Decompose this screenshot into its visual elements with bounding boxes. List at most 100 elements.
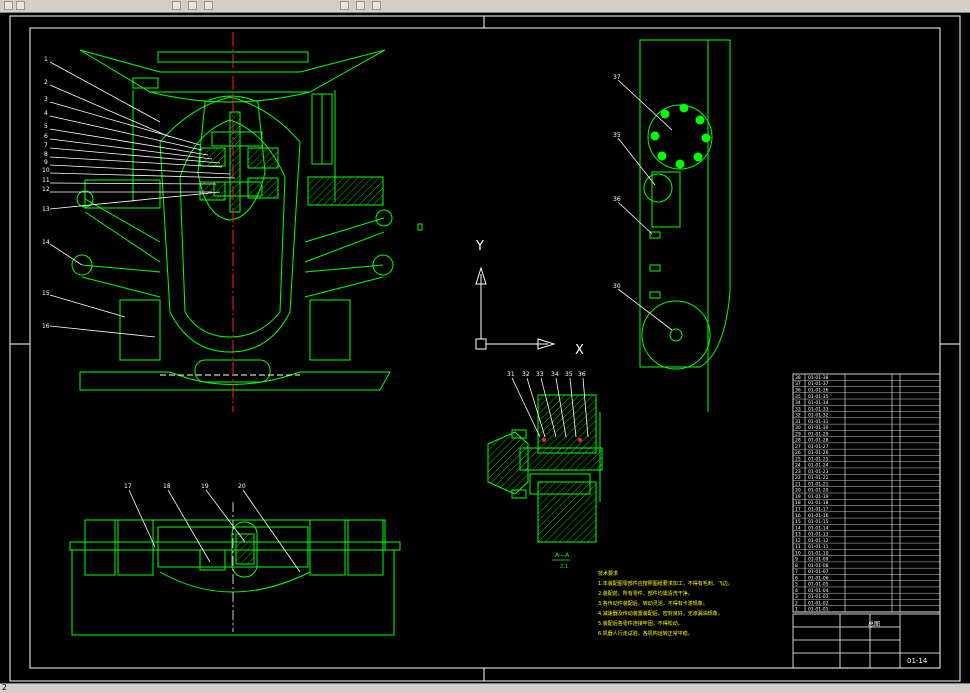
- cad-drawing-canvas[interactable]: 1 2 3 4 5 6 7 8 9 10 11 12 13 14 15 16: [0, 12, 970, 683]
- section-flange: [487, 431, 529, 495]
- bom-row-code: 01-01-36: [808, 387, 829, 393]
- inner-body: [179, 119, 286, 338]
- right-motor: [307, 176, 384, 206]
- new-icon[interactable]: [4, 1, 13, 10]
- redo-icon[interactable]: [340, 1, 349, 10]
- save-icon[interactable]: [172, 1, 181, 10]
- bom-row-code: 01-01-01: [808, 607, 829, 613]
- side-gear-large: [647, 104, 713, 170]
- bom-row-code: 01-01-23: [808, 469, 829, 475]
- base-plate: [79, 371, 391, 391]
- title-block: [792, 613, 941, 669]
- bom-row-number: 30: [795, 425, 801, 431]
- right-wheel: [309, 299, 351, 361]
- section-red-marks: [542, 438, 582, 442]
- main-body: [159, 96, 301, 353]
- bom-row-code: 01-01-22: [808, 475, 829, 481]
- bom-row-code: 01-01-37: [808, 381, 829, 387]
- open-icon[interactable]: [16, 1, 25, 10]
- callout-36b: 36: [578, 371, 586, 378]
- right-legs: [304, 217, 385, 298]
- callout-36: 36: [613, 196, 621, 203]
- bom-row-number: 24: [795, 463, 801, 469]
- top-side-block: [132, 77, 159, 89]
- bom-row-number: 27: [795, 444, 801, 450]
- bom-row-code: 01-01-27: [808, 444, 829, 450]
- top-view-leaders: [49, 61, 236, 338]
- bom-row-number: 12: [795, 538, 801, 544]
- side-view: [639, 39, 731, 412]
- zoom-icon[interactable]: [356, 1, 365, 10]
- bottom-slot: [194, 359, 271, 383]
- side-stud-3: [649, 291, 661, 299]
- callout-1: 1: [44, 56, 48, 63]
- side-frame: [639, 39, 731, 368]
- bom-row-number: 17: [795, 506, 801, 512]
- undo-icon[interactable]: [204, 1, 213, 10]
- bom-row-number: 9: [795, 557, 798, 563]
- callout-10: 10: [42, 167, 50, 174]
- bom-row-code: 01-01-04: [808, 588, 829, 594]
- callout-35b: 35: [565, 371, 573, 378]
- side-view-callouts: 37 35 36 30: [613, 74, 621, 290]
- bottom-wheel-left-inner: [117, 519, 154, 576]
- status-bar: 2: [0, 683, 970, 693]
- bom-row-number: 19: [795, 494, 801, 500]
- callout-17: 17: [124, 483, 132, 490]
- upper-gear: [211, 131, 263, 147]
- callout-2: 2: [44, 79, 48, 86]
- bom-row-number: 36: [795, 387, 801, 393]
- bom-row-code: 01-01-02: [808, 600, 829, 606]
- bom-row-number: 15: [795, 519, 801, 525]
- bom-row-code: 01-01-03: [808, 594, 829, 600]
- callout-20: 20: [238, 483, 246, 490]
- notes-line-2: 2.装配前，所有零件、部件均需清洗干净。: [598, 590, 693, 597]
- gearbox-housing: [197, 95, 266, 221]
- bottom-body: [84, 519, 386, 551]
- side-view-leaders: [617, 79, 673, 331]
- left-motor: [84, 179, 161, 209]
- callout-11: 11: [42, 177, 50, 184]
- bom-row-code: 01-01-12: [808, 538, 829, 544]
- bom-row-code: 01-01-13: [808, 532, 829, 538]
- pan-icon[interactable]: [372, 1, 381, 10]
- callout-13: 13: [42, 206, 50, 213]
- bom-row-number: 3: [795, 594, 798, 600]
- bom-row-number: 8: [795, 563, 798, 569]
- bom-row-number: 34: [795, 400, 801, 406]
- section-label: A—A: [555, 552, 570, 559]
- bearing-upper-left: [199, 147, 226, 167]
- callout-9: 9: [44, 159, 48, 166]
- status-text: 2: [2, 683, 7, 692]
- left-pivot: [76, 190, 94, 208]
- bom-row-code: 01-01-29: [808, 431, 829, 437]
- section-upper-block: [537, 394, 597, 454]
- callout-32: 32: [522, 371, 530, 378]
- print-icon[interactable]: [188, 1, 197, 10]
- side-stud-2: [649, 264, 661, 272]
- bom-row-number: 18: [795, 500, 801, 506]
- bom-row-number: 38: [795, 375, 801, 381]
- bom-row-number: 7: [795, 569, 798, 575]
- bom-row-number: 33: [795, 406, 801, 412]
- callout-35: 35: [613, 132, 621, 139]
- side-drive-wheel: [641, 300, 711, 370]
- bom-row-code: 01-01-21: [808, 481, 829, 487]
- bom-row-number: 21: [795, 481, 801, 487]
- ucs-icon: [475, 266, 556, 350]
- callout-7: 7: [44, 142, 48, 149]
- section-nut-bottom: [511, 489, 527, 499]
- section-lower-block: [537, 481, 597, 543]
- bom-row-code: 01-01-19: [808, 494, 829, 500]
- callout-33: 33: [536, 371, 544, 378]
- bom-row-number: 35: [795, 394, 801, 400]
- inner-border: [29, 27, 941, 669]
- bom-row-code: 01-01-06: [808, 575, 829, 581]
- section-marker: [417, 223, 423, 231]
- bom-row-number: 32: [795, 413, 801, 419]
- bom-row-number: 11: [795, 544, 801, 550]
- bom-row-code: 01-01-18: [808, 500, 829, 506]
- technical-notes: 技术要求 1.本装配图零部件应按照图纸要求加工，不得有毛刺、飞边。 2.装配前，…: [598, 570, 733, 637]
- callout-3: 3: [44, 96, 48, 103]
- bearing-lower-left: [199, 181, 226, 201]
